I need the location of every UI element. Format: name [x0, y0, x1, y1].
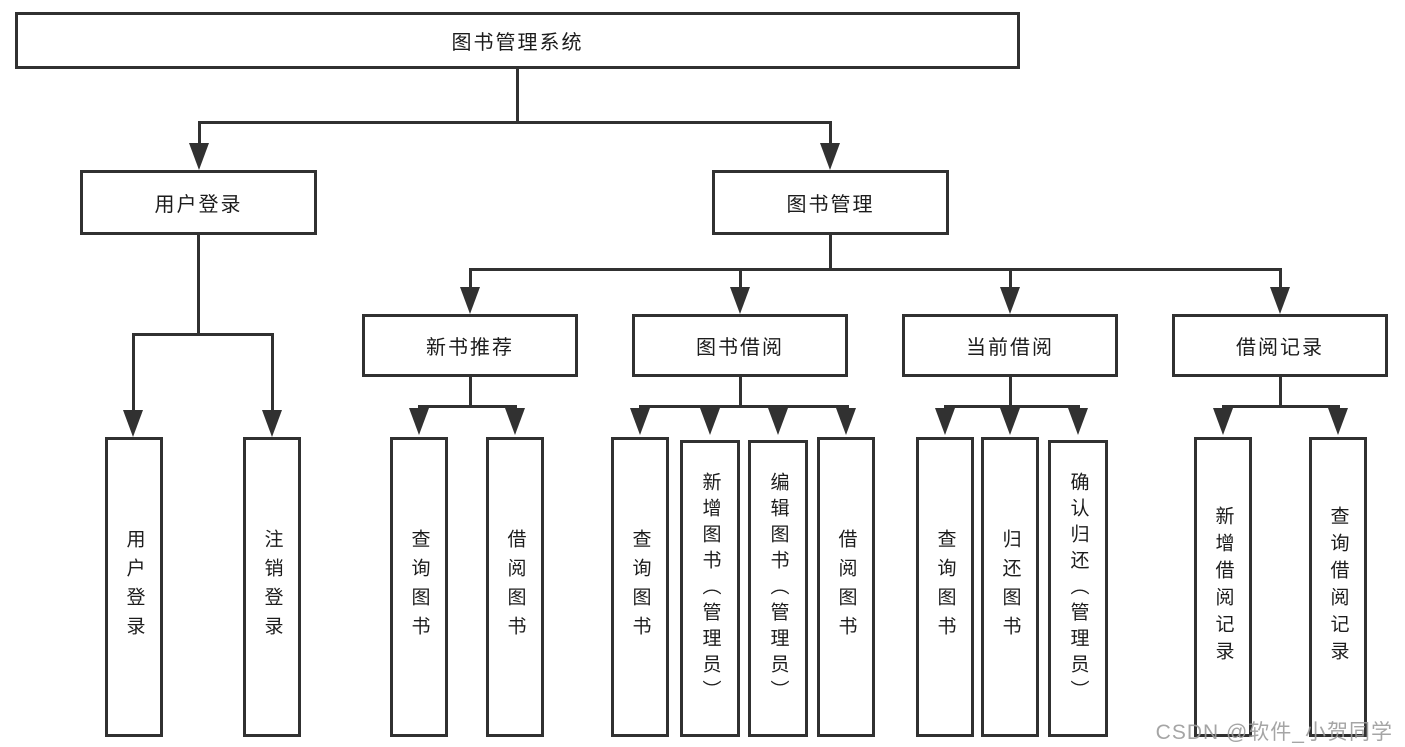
node-new-book-recommend-label: 新书推荐 [426, 337, 514, 359]
leaf-borrowing-query-books-label: 查询图书 [629, 529, 651, 645]
arrow-down [1000, 408, 1020, 435]
arrow-down [409, 408, 429, 435]
arrow-down [935, 408, 955, 435]
node-current-borrowing: 当前借阅 [902, 314, 1118, 377]
arrow-down [262, 410, 282, 437]
arrow-down [630, 408, 650, 435]
node-borrowing-records-label: 借阅记录 [1236, 337, 1324, 359]
node-current-borrowing-label: 当前借阅 [966, 337, 1054, 359]
connector-line [1009, 377, 1012, 408]
leaf-current-return-books: 归还图书 [981, 437, 1039, 737]
connector-line [132, 333, 135, 411]
arrow-down [1270, 287, 1290, 314]
leaf-records-add-record-label: 新增借阅记录 [1212, 506, 1234, 668]
leaf-borrowing-query-books: 查询图书 [611, 437, 669, 737]
leaf-borrowing-edit-books-label: 编辑图书（管理员） [767, 471, 789, 706]
csdn-watermark: CSDN @软件_小贺同学 [1155, 721, 1393, 744]
leaf-newbook-borrow-books-label: 借阅图书 [504, 529, 526, 645]
leaf-borrowing-borrow-books-label: 借阅图书 [835, 529, 857, 645]
arrow-down [1328, 408, 1348, 435]
connector-line [132, 333, 274, 336]
node-user-login-label: 用户登录 [154, 194, 243, 216]
leaf-borrowing-add-books-label: 新增图书（管理员） [699, 471, 721, 706]
arrow-down [123, 410, 143, 437]
node-root-label: 图书管理系统 [451, 32, 584, 54]
connector-line [418, 405, 517, 408]
leaf-records-query-record-label: 查询借阅记录 [1327, 506, 1349, 668]
connector-line [829, 121, 832, 147]
arrow-down [1000, 287, 1020, 314]
leaf-records-add-record: 新增借阅记录 [1194, 437, 1252, 737]
leaf-borrowing-add-books: 新增图书（管理员） [680, 440, 740, 737]
connector-line [197, 235, 200, 336]
arrow-down [836, 408, 856, 435]
leaf-newbook-borrow-books: 借阅图书 [486, 437, 544, 737]
leaf-current-return-books-label: 归还图书 [999, 529, 1021, 645]
connector-line [198, 121, 832, 124]
node-book-management: 图书管理 [712, 170, 949, 235]
node-book-management-label: 图书管理 [786, 194, 875, 216]
arrow-down [700, 408, 720, 435]
connector-line [516, 69, 519, 123]
arrow-down [730, 287, 750, 314]
connector-line [1222, 405, 1340, 408]
leaf-current-query-books: 查询图书 [916, 437, 974, 737]
node-user-login: 用户登录 [80, 170, 317, 235]
connector-line [639, 405, 849, 408]
connector-line [944, 405, 1080, 408]
leaf-logout-label: 注销登录 [261, 529, 283, 645]
connector-line [198, 121, 201, 147]
leaf-user-login-label: 用户登录 [123, 529, 145, 645]
arrow-down [505, 408, 525, 435]
connector-line [739, 377, 742, 408]
connector-line [1279, 377, 1282, 408]
leaf-records-query-record: 查询借阅记录 [1309, 437, 1367, 737]
leaf-newbook-query-books-label: 查询图书 [408, 529, 430, 645]
connector-line [1009, 268, 1012, 290]
arrow-down [1068, 408, 1088, 435]
leaf-current-confirm-return-label: 确认归还（管理员） [1067, 471, 1089, 706]
leaf-user-login: 用户登录 [105, 437, 163, 737]
node-book-borrowing-label: 图书借阅 [696, 337, 784, 359]
node-new-book-recommend: 新书推荐 [362, 314, 578, 377]
node-book-borrowing: 图书借阅 [632, 314, 848, 377]
arrow-down [768, 408, 788, 435]
connector-line [469, 268, 472, 290]
arrow-down [820, 143, 840, 170]
arrow-down [460, 287, 480, 314]
connector-line [469, 377, 472, 408]
leaf-logout: 注销登录 [243, 437, 301, 737]
leaf-current-confirm-return: 确认归还（管理员） [1048, 440, 1108, 737]
connector-line [739, 268, 742, 290]
connector-line [271, 333, 274, 411]
arrow-down [1213, 408, 1233, 435]
node-borrowing-records: 借阅记录 [1172, 314, 1388, 377]
leaf-borrowing-borrow-books: 借阅图书 [817, 437, 875, 737]
node-root: 图书管理系统 [15, 12, 1020, 69]
leaf-current-query-books-label: 查询图书 [934, 529, 956, 645]
connector-line [469, 268, 1282, 271]
leaf-borrowing-edit-books: 编辑图书（管理员） [748, 440, 808, 737]
connector-line [829, 235, 832, 271]
arrow-down [189, 143, 209, 170]
leaf-newbook-query-books: 查询图书 [390, 437, 448, 737]
connector-line [1279, 268, 1282, 290]
